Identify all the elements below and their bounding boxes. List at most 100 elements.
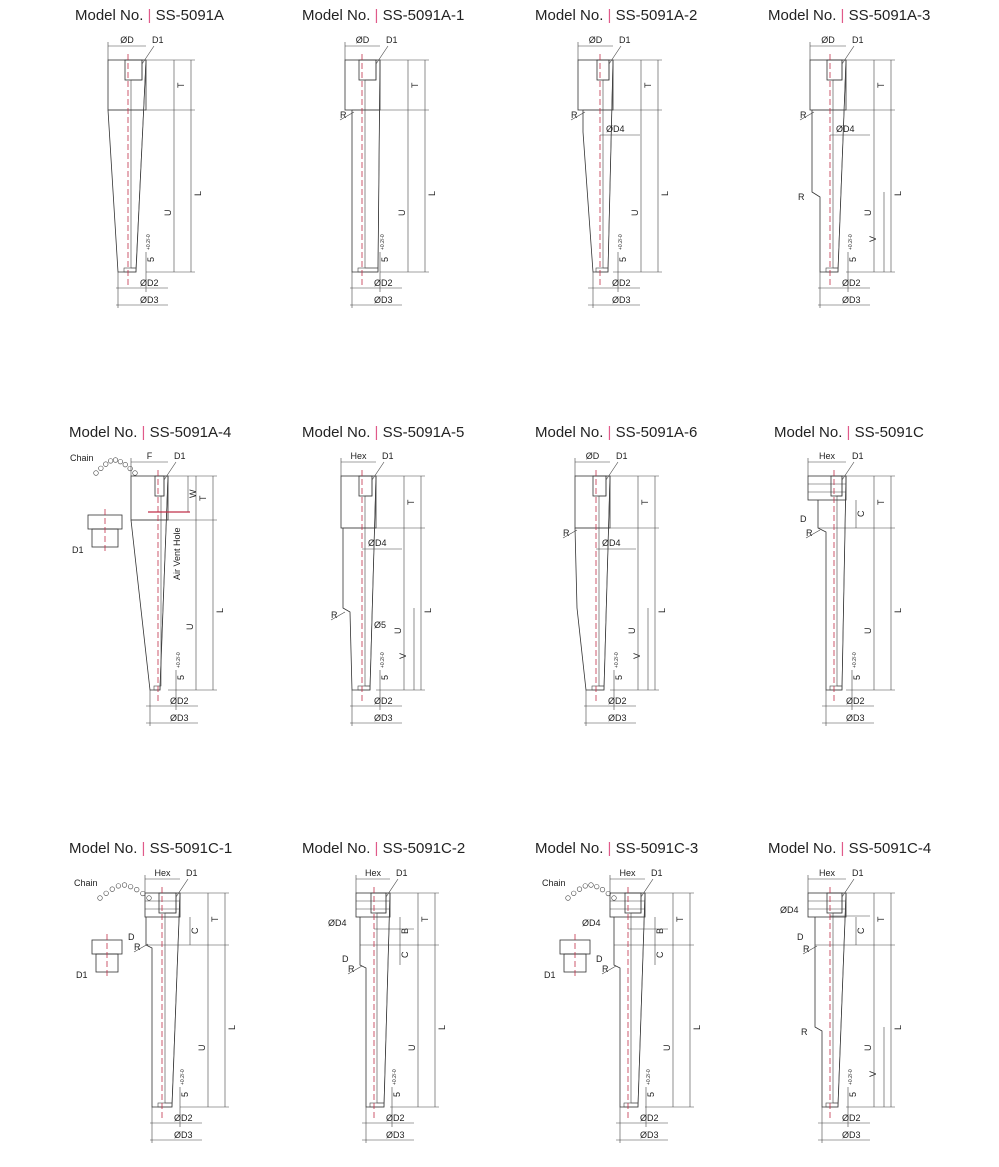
chain-link-icon: [605, 890, 611, 897]
label-u: U: [197, 1045, 207, 1052]
label-t: T: [675, 916, 685, 922]
label-tip-length: 5: [646, 1092, 656, 1097]
label-d2: ØD2: [374, 278, 393, 288]
model-title: Model No. | SS-5091A-5: [302, 424, 464, 441]
label-tolerance: +0.2/-0: [180, 1069, 186, 1085]
label-l: L: [657, 608, 667, 613]
chain-link-icon: [93, 470, 99, 476]
chain-link-icon: [98, 465, 104, 471]
model-prefix: Model No.: [302, 7, 375, 24]
hatched-wall: [376, 892, 391, 1104]
label-tolerance: +0.2/-0: [392, 1069, 398, 1085]
head-outline: [340, 475, 377, 529]
chain-link-icon: [146, 895, 152, 901]
label-l: L: [660, 191, 670, 196]
label-t: T: [876, 499, 886, 505]
label-v: V: [868, 1071, 878, 1077]
label-head-dim: ØD: [120, 35, 134, 45]
model-title: Model No. | SS-5091C-3: [535, 840, 698, 857]
body-outline: [817, 475, 847, 691]
label-t: T: [176, 82, 186, 88]
label-d3: ØD3: [374, 713, 393, 723]
chain-cap: [559, 882, 617, 976]
label-c: C: [190, 927, 200, 934]
chain-cap: [91, 882, 152, 976]
label-d5: Ø5: [374, 620, 386, 630]
label-v: V: [398, 653, 408, 659]
label-d2: ØD2: [374, 696, 393, 706]
label-r2: R: [801, 1027, 808, 1037]
chain-cap: [87, 457, 138, 551]
label-w: W: [188, 489, 198, 498]
title-separator: |: [142, 424, 150, 441]
model-prefix: Model No.: [535, 7, 608, 24]
label-head-dim: ØD: [821, 35, 835, 45]
label-d: D: [797, 932, 804, 942]
label-d3: ØD3: [846, 713, 865, 723]
chain-link-icon: [134, 887, 140, 893]
label-u: U: [627, 628, 637, 635]
label-d1: D1: [152, 35, 164, 45]
model-number: SS-5091C-4: [849, 840, 932, 857]
chain-link-icon: [565, 895, 571, 901]
body-outline: [351, 59, 381, 273]
hatched-wall: [832, 892, 847, 1104]
label-r2: R: [798, 192, 805, 202]
thread-pocket: [826, 892, 843, 914]
head-outline: [577, 59, 614, 111]
title-separator: |: [608, 424, 616, 441]
head-outline: [107, 59, 147, 111]
title-separator: |: [847, 424, 855, 441]
chain-link-icon: [97, 895, 103, 901]
label-head-dim: Hex: [819, 868, 836, 878]
thread-pocket: [358, 475, 373, 497]
label-d3: ØD3: [842, 1130, 861, 1140]
label-d3: ØD3: [386, 1130, 405, 1140]
label-d3: ØD3: [640, 1130, 659, 1140]
label-tip-length: 5: [852, 675, 862, 680]
label-r: R: [340, 110, 347, 120]
label-head-dim: F: [147, 451, 153, 461]
title-separator: |: [608, 840, 616, 857]
label-r: R: [602, 964, 609, 974]
model-prefix: Model No.: [302, 840, 375, 857]
label-chain: Chain: [74, 878, 98, 888]
label-t: T: [643, 82, 653, 88]
label-l: L: [692, 1025, 702, 1030]
chain-link-icon: [582, 883, 588, 889]
label-tip-length: 5: [176, 675, 186, 680]
head-outline: [355, 892, 391, 918]
head-outline: [344, 59, 381, 111]
label-d1: D1: [396, 868, 408, 878]
label-head-dim: ØD: [589, 35, 603, 45]
label-l: L: [215, 608, 225, 613]
label-d2: ØD2: [170, 696, 189, 706]
chain-link-icon: [122, 462, 128, 468]
label-d1: D1: [616, 451, 628, 461]
label-l: L: [893, 1025, 903, 1030]
model-number: SS-5091A: [156, 7, 224, 24]
label-tolerance: +0.2/-0: [176, 652, 182, 668]
label-c: C: [655, 951, 665, 958]
label-head-dim: Hex: [819, 451, 836, 461]
model-number: SS-5091A-3: [849, 7, 931, 24]
label-d1: D1: [174, 451, 186, 461]
chain-link-icon: [576, 886, 583, 892]
label-t: T: [406, 499, 416, 505]
chain-link-icon: [128, 884, 134, 890]
label-d3: ØD3: [174, 1130, 193, 1140]
chain-link-icon: [112, 457, 119, 463]
body-outline: [811, 59, 847, 273]
model-prefix: Model No.: [768, 840, 841, 857]
title-separator: |: [142, 840, 150, 857]
model-title: Model No. | SS-5091C: [774, 424, 924, 441]
label-tip-length: 5: [614, 675, 624, 680]
label-d1: D1: [651, 868, 663, 878]
title-separator: |: [841, 840, 849, 857]
title-separator: |: [148, 7, 156, 24]
label-tolerance: +0.2/-0: [380, 234, 386, 250]
